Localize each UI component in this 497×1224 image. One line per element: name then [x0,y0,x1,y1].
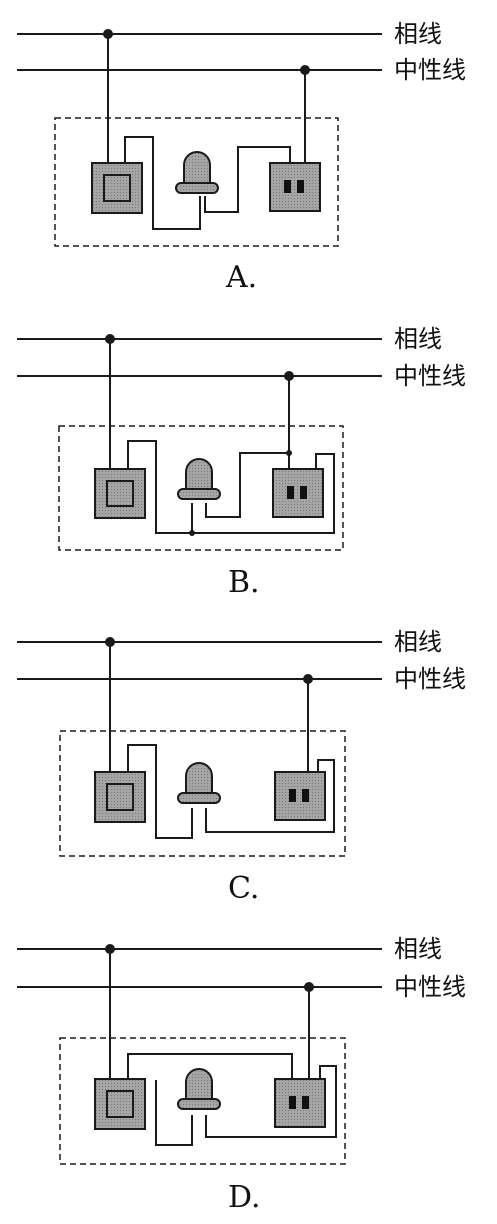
switch-icon [94,1078,146,1130]
neutral-wire-label: 中性线 [394,56,466,84]
option-label: A. [225,260,257,295]
option-label: C. [228,871,259,906]
option-d-diagram: 相线 中性线 D. [17,935,466,1215]
bulb-icon [177,1068,221,1110]
wire [205,1065,337,1138]
junction-box [59,730,346,857]
option-b-diagram: 相线 中性线 B. [17,325,466,600]
wire [127,1053,293,1080]
bulb-icon [177,762,221,804]
live-wire-label: 相线 [394,628,442,656]
option-label: D. [228,1180,261,1215]
junction-dot-icon [286,450,292,456]
option-a-diagram: 相线 中性线 A. [17,20,466,295]
neutral-wire-label: 中性线 [394,665,466,693]
option-label: B. [228,565,260,600]
neutral-wire-label: 中性线 [394,362,466,390]
socket-icon [274,1078,326,1128]
wire [155,1080,193,1146]
wire [204,146,291,213]
switch-icon [94,771,146,823]
socket-icon [274,771,326,821]
socket-icon [269,162,321,212]
wire [127,744,193,839]
socket-icon [272,468,324,518]
junction-box [59,1037,346,1165]
junction-dot-icon [189,530,195,536]
junction-box [58,425,344,551]
option-c-diagram: 相线 中性线 C. [17,628,466,906]
wire [205,452,289,518]
wire [205,759,335,833]
live-wire-label: 相线 [394,935,442,963]
bulb-icon [175,151,219,194]
live-wire-label: 相线 [394,20,442,48]
switch-icon [91,162,143,214]
wire [127,440,335,534]
wire [124,136,201,230]
live-wire-label: 相线 [394,325,442,353]
neutral-wire-label: 中性线 [394,973,466,1001]
switch-icon [94,468,146,519]
junction-box [54,117,339,247]
bulb-icon [177,458,221,500]
